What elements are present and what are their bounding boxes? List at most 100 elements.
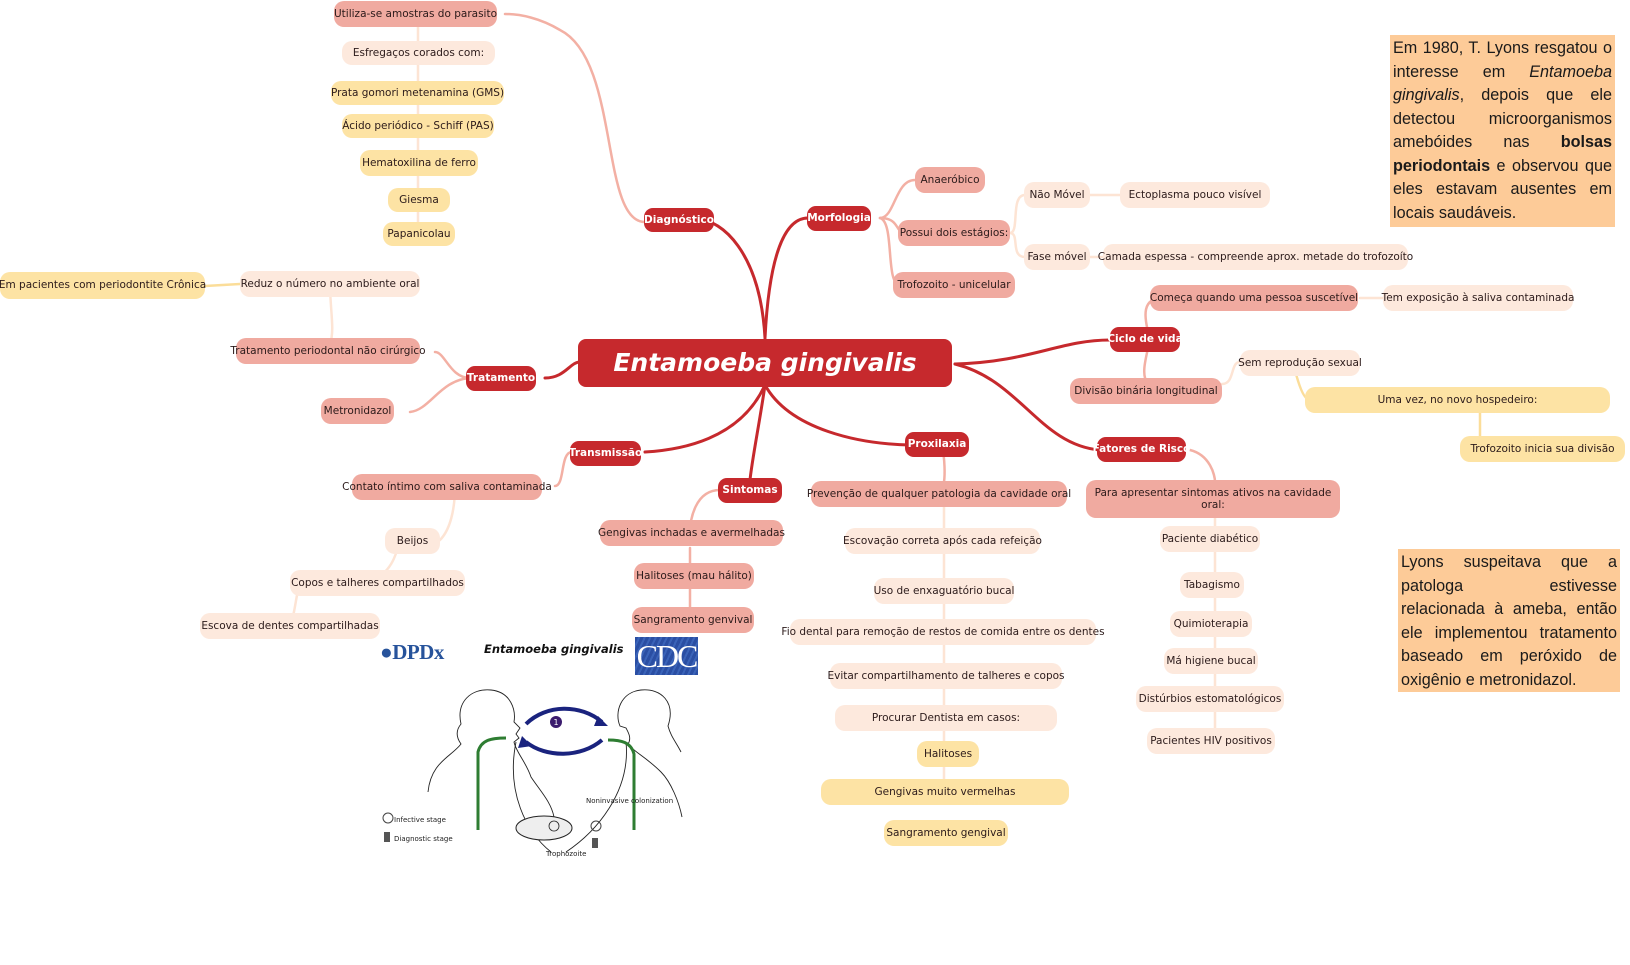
branch-label: Diagnóstico bbox=[644, 213, 714, 226]
ciclo-sem-reproducao[interactable]: Sem reprodução sexual bbox=[1238, 350, 1362, 376]
tratamento-metronidazol[interactable]: Metronidazol bbox=[321, 398, 394, 424]
branch-label: Tratamento bbox=[466, 372, 536, 385]
step-1-number: 1 bbox=[553, 718, 558, 727]
proxilaxia-prevencao[interactable]: Prevenção de qualquer patologia da cavid… bbox=[807, 481, 1071, 507]
fatores-tabagismo[interactable]: Tabagismo bbox=[1180, 572, 1244, 598]
dpdx-drop-icon: ● bbox=[380, 640, 393, 664]
proxilaxia-sangramento-gengival[interactable]: Sangramento gengival bbox=[884, 820, 1008, 846]
morfologia-nao-movel[interactable]: Não Móvel bbox=[1024, 182, 1090, 208]
fatores-ma-higiene[interactable]: Má higiene bucal bbox=[1164, 648, 1258, 674]
morfologia-fase-movel[interactable]: Fase móvel bbox=[1024, 244, 1090, 270]
microscope-icon bbox=[592, 838, 598, 848]
transmission-line-right bbox=[565, 741, 627, 853]
morfologia-ectoplasma[interactable]: Ectoplasma pouco visível bbox=[1120, 182, 1270, 208]
proxilaxia-evitar-compartilhamento[interactable]: Evitar compartilhamento de talheres e co… bbox=[827, 663, 1065, 689]
proxilaxia-fio-dental[interactable]: Fio dental para remoção de restos de com… bbox=[781, 619, 1105, 645]
ciclo-comeca-pessoa[interactable]: Começa quando uma pessoa suscetível bbox=[1150, 285, 1358, 311]
branch-label: Proxilaxia bbox=[907, 438, 967, 451]
cdc-logo: CDC bbox=[635, 637, 698, 675]
branch-proxilaxia[interactable]: Proxilaxia bbox=[905, 432, 969, 457]
note-text: , depois que ele detectou microorganismo… bbox=[1393, 86, 1612, 151]
edge-root-fatores bbox=[953, 362, 1102, 452]
fatores-quimioterapia[interactable]: Quimioterapia bbox=[1170, 611, 1252, 637]
branch-label: Transmissão bbox=[568, 447, 643, 460]
ciclo-exposicao-saliva[interactable]: Tem exposição à saliva contaminada bbox=[1382, 285, 1574, 311]
morfologia-trofozoito-unicelular[interactable]: Trofozoito - unicelular bbox=[893, 272, 1015, 298]
branch-diagnostico[interactable]: Diagnóstico bbox=[644, 208, 714, 232]
proxilaxia-halitoses[interactable]: Halitoses bbox=[917, 741, 979, 767]
proxilaxia-procurar-dentista[interactable]: Procurar Dentista em casos: bbox=[835, 705, 1057, 731]
arrow-bottom bbox=[524, 738, 604, 756]
proxilaxia-escovacao[interactable]: Escovação correta após cada refeição bbox=[843, 528, 1042, 554]
diagnostico-hematoxilina[interactable]: Hematoxilina de ferro bbox=[360, 150, 478, 176]
branch-label: Fatores de Risco bbox=[1092, 443, 1191, 456]
fatores-diabetico[interactable]: Paciente diabético bbox=[1160, 526, 1260, 552]
branch-tratamento[interactable]: Tratamento bbox=[466, 366, 536, 391]
branch-label: Morfologia bbox=[807, 212, 871, 225]
fatores-disturbios[interactable]: Distúrbios estomatológicos bbox=[1136, 686, 1284, 712]
note-bold-term: bolsas periodontais bbox=[1393, 133, 1612, 175]
root-label: Entamoeba gingivalis bbox=[613, 347, 917, 377]
lifecycle-illustration: 1 bbox=[382, 689, 683, 853]
left-oral-tract bbox=[476, 736, 507, 830]
note-text: e observou que eles estavam ausentes em … bbox=[1393, 156, 1612, 222]
branch-sintomas[interactable]: Sintomas bbox=[718, 478, 782, 503]
dpdx-text: DPDx bbox=[392, 640, 444, 664]
tratamento-nao-cirurgico[interactable]: Tratamento periodontal não cirúrgico bbox=[230, 338, 426, 364]
diagnostico-esfregacos[interactable]: Esfregaços corados com: bbox=[342, 41, 495, 65]
sintomas-gengivas-inchadas[interactable]: Gengivas inchadas e avermelhadas bbox=[598, 520, 785, 546]
branch-fatores-de-risco[interactable]: Fatores de Risco bbox=[1093, 437, 1190, 462]
morfologia-camada-espessa[interactable]: Camada espessa - compreende aprox. metad… bbox=[1098, 244, 1413, 270]
diagnostico-pas[interactable]: Ácido periódico - Schiff (PAS) bbox=[342, 114, 494, 138]
right-person-outline bbox=[617, 689, 683, 818]
trophozoite-illustration bbox=[515, 815, 573, 841]
transmissao-contato-saliva[interactable]: Contato íntimo com saliva contaminada bbox=[342, 474, 552, 500]
lifecycle-figure: ●DPDx Entamoeba gingivalis CDC 1 Noninva… bbox=[376, 632, 706, 872]
diagnostico-papanicolau[interactable]: Papanicolau bbox=[383, 222, 455, 246]
branch-label: Sintomas bbox=[722, 484, 778, 497]
edge-root-morfologia bbox=[763, 216, 810, 340]
note-lyons-treatment: Lyons suspeitava que a patologa estivess… bbox=[1398, 549, 1620, 692]
branch-transmissao[interactable]: Transmissão bbox=[568, 441, 643, 466]
edge-root-ciclo bbox=[953, 338, 1112, 366]
transmissao-copos-talheres[interactable]: Copos e talheres compartilhados bbox=[290, 570, 465, 596]
sintomas-sangramento[interactable]: Sangramento genvival bbox=[632, 607, 754, 633]
label-diagnostic-stage: Diagnostic stage bbox=[394, 835, 453, 843]
fatores-hiv[interactable]: Pacientes HIV positivos bbox=[1147, 728, 1275, 754]
edge-root-transmissao bbox=[643, 383, 767, 454]
branch-morfologia[interactable]: Morfologia bbox=[807, 206, 871, 231]
edge-root-proxilaxia bbox=[763, 383, 912, 447]
ciclo-trofozoito-divisao[interactable]: Trofozoito inicia sua divisão bbox=[1460, 436, 1625, 462]
proxilaxia-enxaguatorio[interactable]: Uso de enxaguatório bucal bbox=[874, 578, 1014, 604]
diagnostico-amostras[interactable]: Utiliza-se amostras do parasito bbox=[334, 1, 497, 27]
root-topic[interactable]: Entamoeba gingivalis bbox=[578, 339, 952, 387]
edge-root-sintomas bbox=[748, 383, 767, 482]
biohazard-icon bbox=[590, 820, 602, 832]
note-text: Em 1980, T. Lyons resgatou o interesse e… bbox=[1393, 39, 1612, 81]
ciclo-novo-hospedeiro[interactable]: Uma vez, no novo hospedeiro: bbox=[1305, 387, 1610, 413]
figure-title: Entamoeba gingivalis bbox=[484, 642, 624, 656]
tratamento-reduz-numero[interactable]: Reduz o número no ambiente oral bbox=[240, 271, 420, 297]
arrowhead-right-icon bbox=[594, 716, 608, 726]
microscope-icon bbox=[384, 832, 390, 842]
ciclo-divisao-binaria[interactable]: Divisão binária longitudinal bbox=[1070, 378, 1222, 404]
edge-root-diagnostico bbox=[698, 218, 767, 340]
transmissao-escova[interactable]: Escova de dentes compartilhadas bbox=[200, 613, 380, 639]
step-1-badge bbox=[550, 716, 562, 728]
branch-label: Ciclo de vida bbox=[1107, 333, 1183, 346]
branch-ciclo-de-vida[interactable]: Ciclo de vida bbox=[1107, 327, 1183, 352]
morfologia-dois-estagios[interactable]: Possui dois estágios: bbox=[898, 220, 1010, 246]
label-noninvasive-colonization: Noninvasive colonization bbox=[586, 797, 674, 805]
tratamento-periodontite-cronica[interactable]: Em pacientes com periodontite Crônica bbox=[0, 272, 206, 299]
proxilaxia-gengivas-vermelhas[interactable]: Gengivas muito vermelhas bbox=[821, 779, 1069, 805]
fatores-sintomas-ativos[interactable]: Para apresentar sintomas ativos na cavid… bbox=[1086, 480, 1340, 518]
label-trophozoite: Trophozoite bbox=[546, 850, 587, 858]
sintomas-halitoses[interactable]: Halitoses (mau hálito) bbox=[634, 563, 754, 589]
diagnostico-giesma[interactable]: Giesma bbox=[388, 188, 450, 212]
edge-root-tratamento bbox=[543, 360, 582, 380]
diagnostico-gms[interactable]: Prata gomori metenamina (GMS) bbox=[331, 81, 504, 105]
morfologia-anaerobico[interactable]: Anaeróbico bbox=[915, 167, 985, 193]
note-text: Lyons suspeitava que a patologa estivess… bbox=[1401, 553, 1617, 689]
transmissao-beijos[interactable]: Beijos bbox=[385, 528, 440, 554]
biohazard-icon bbox=[382, 812, 394, 824]
